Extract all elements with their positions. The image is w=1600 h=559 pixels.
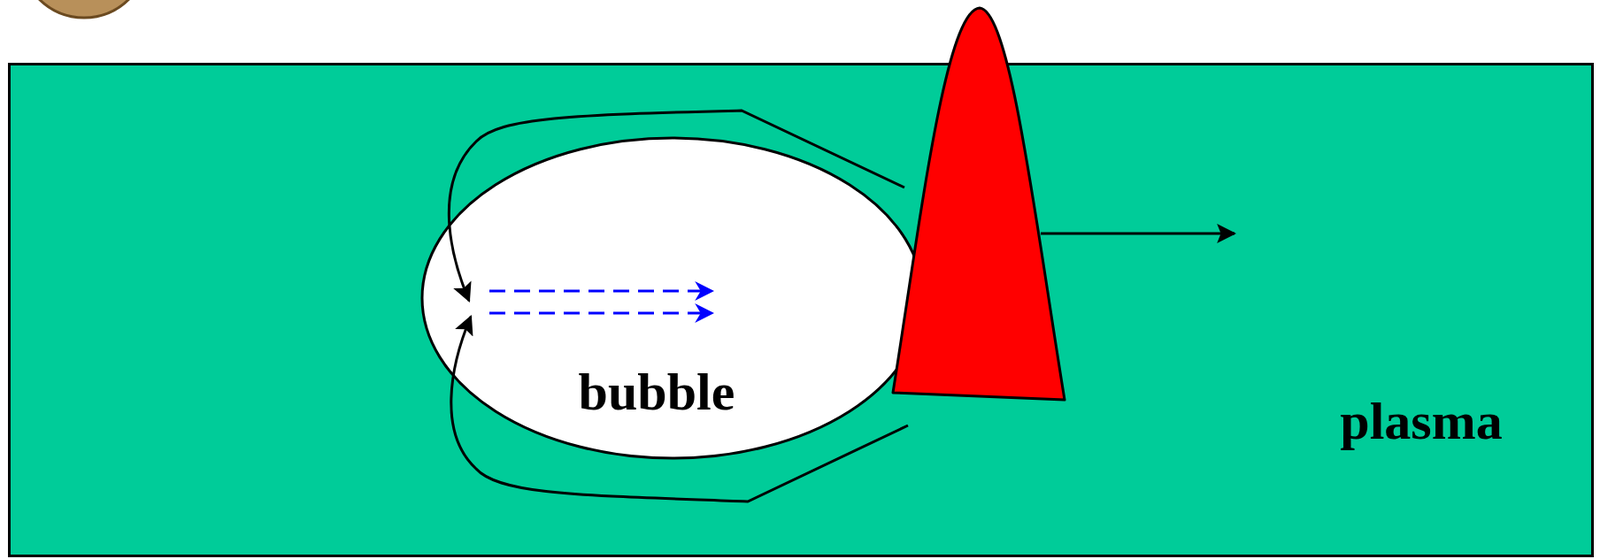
laser-pulse bbox=[892, 7, 1065, 400]
text-slot: plasma bbox=[1339, 394, 1502, 448]
bubble-label: bubble bbox=[578, 365, 736, 419]
text-slot: bubble bbox=[578, 365, 736, 419]
electron-trajectory bbox=[448, 110, 905, 301]
electron-beam-arrow bbox=[489, 312, 713, 316]
logo-seal bbox=[20, 0, 148, 18]
electron-trajectory bbox=[451, 316, 908, 502]
propagation-arrow bbox=[1040, 232, 1235, 236]
bubble-ellipse: bubble bbox=[420, 136, 925, 461]
plasma-region: bubble plasma bbox=[7, 62, 1594, 558]
region-label: plasma bbox=[1339, 394, 1502, 448]
electron-beam-arrow bbox=[489, 290, 713, 293]
